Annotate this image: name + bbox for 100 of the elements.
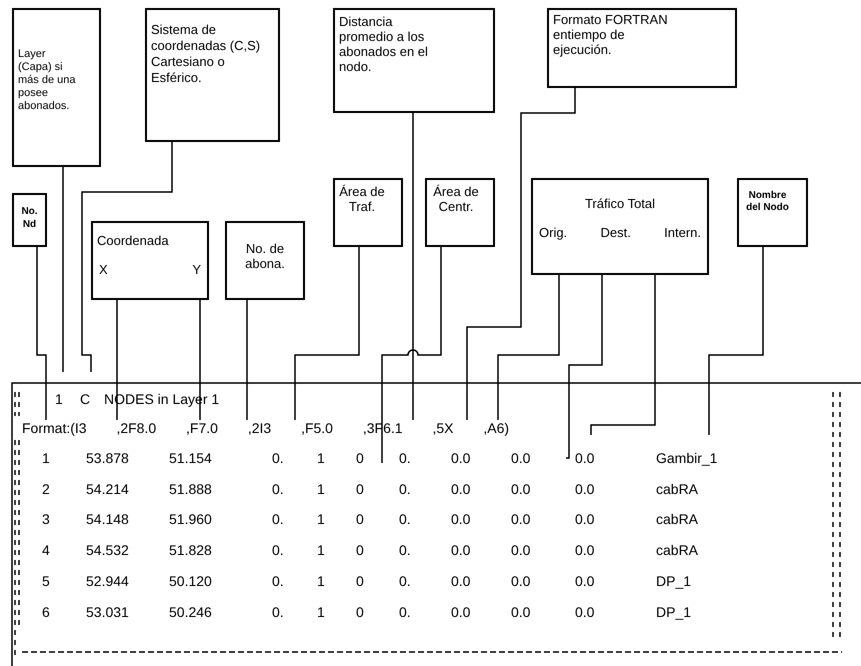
callout-box [145,8,280,142]
callout-text: Distancia promedio a los abonados en el nodo. [339,14,429,74]
table-cell: 3 [42,511,50,528]
callout-text: No. de abona. [244,241,286,271]
column-label: Dest. [600,225,631,240]
leader-line [466,88,576,420]
callout-box [12,8,101,167]
table-cell: 51.888 [169,481,212,498]
callout-box [91,221,209,300]
callout-box [737,178,808,247]
table-cell: 0. [272,481,284,498]
leader-line [708,247,764,435]
table-cell: 0.0 [511,511,530,528]
leader-line [294,247,360,420]
callout-text: Formato FORTRAN entiempo de ejecución. [553,12,669,57]
table-cell: 1 [317,481,325,498]
table-cell: 0 [356,542,364,559]
listing-text: 1 [55,391,63,408]
table-cell: 0. [272,573,284,590]
table-cell: 0 [356,450,364,467]
table-cell: 0.0 [575,604,594,621]
callout-box [547,8,737,88]
table-cell: 0.0 [575,573,594,590]
leader-line [566,275,603,459]
leader-line [36,247,47,420]
table-cell: 0.0 [575,450,594,467]
table-cell: 1 [317,542,325,559]
table-cell: 0. [272,604,284,621]
column-label: Intern. [664,225,701,240]
table-cell: 1 [42,450,50,467]
table-cell: 0.0 [451,573,470,590]
table-cell: 0.0 [511,573,530,590]
table-cell: 0 [356,481,364,498]
table-cell: DP_1 [656,604,692,621]
callout-text: Área de Traf. [339,184,385,214]
callout-box [225,221,305,300]
table-cell: cabRA [656,542,698,559]
table-cell: 53.031 [86,604,129,621]
leader-line [81,142,173,372]
callout-text: Área de Centr. [432,184,480,214]
leader-line [381,247,442,463]
table-cell: 0. [399,511,411,528]
table-cell: 2 [42,481,50,498]
table-cell: 5 [42,573,50,590]
table-cell: 0.0 [511,450,530,467]
leader-line [590,275,656,435]
table-cell: cabRA [656,511,698,528]
column-label: Orig. [539,225,568,240]
table-cell: 50.120 [169,573,212,590]
leader-line [62,167,64,372]
leader-line [246,300,248,420]
table-cell: 0.0 [511,542,530,559]
table-cell: 6 [42,604,50,621]
table-cell: 0. [399,450,411,467]
table-cell: Gambir_1 [656,450,718,467]
callout-text: Nombre del Nodo [745,190,790,214]
callout-text: No. Nd [20,205,39,231]
callout-text: Sistema de coordenadas (C,S) Cartesiano o Esférico. [151,22,262,86]
table-cell: 51.154 [169,450,212,467]
leader-line [497,275,560,420]
table-cell: 54.214 [86,481,129,498]
leader-line [412,113,414,420]
table-cell: 0.0 [575,511,594,528]
callout-text: Coordenada [97,233,170,248]
table-cell: DP_1 [656,573,692,590]
column-label: X [99,262,108,277]
table-cell: 0. [399,542,411,559]
callout-box [12,193,47,247]
table-cell: 0. [399,481,411,498]
column-label: Y [192,262,201,277]
table-cell: 54.532 [86,542,129,559]
leader-line [199,300,201,420]
table-cell: 52.944 [86,573,129,590]
table-cell: 0 [356,511,364,528]
table-cell: 50.246 [169,604,212,621]
table-cell: 51.960 [169,511,212,528]
table-cell: 1 [317,573,325,590]
listing-text: C [80,391,90,408]
table-cell: 54.148 [86,511,129,528]
table-cell: 0.0 [511,481,530,498]
table-cell: 51.828 [169,542,212,559]
table-cell: 0. [399,573,411,590]
table-cell: 1 [317,604,325,621]
table-cell: 0 [356,573,364,590]
table-cell: 53.878 [86,450,129,467]
table-cell: 0.0 [451,604,470,621]
callout-box [333,178,403,247]
callout-box [425,178,495,247]
table-cell: cabRA [656,481,698,498]
table-cell: 0.0 [451,481,470,498]
table-cell: 0. [272,511,284,528]
table-cell: 0 [356,604,364,621]
callout-text: Tráfico Total [584,196,656,211]
table-cell: 0. [399,604,411,621]
table-cell: 0.0 [451,450,470,467]
table-cell: 0.0 [511,604,530,621]
callout-box [333,8,495,113]
table-cell: 0.0 [575,481,594,498]
table-cell: 0. [272,542,284,559]
table-cell: 0.0 [575,542,594,559]
